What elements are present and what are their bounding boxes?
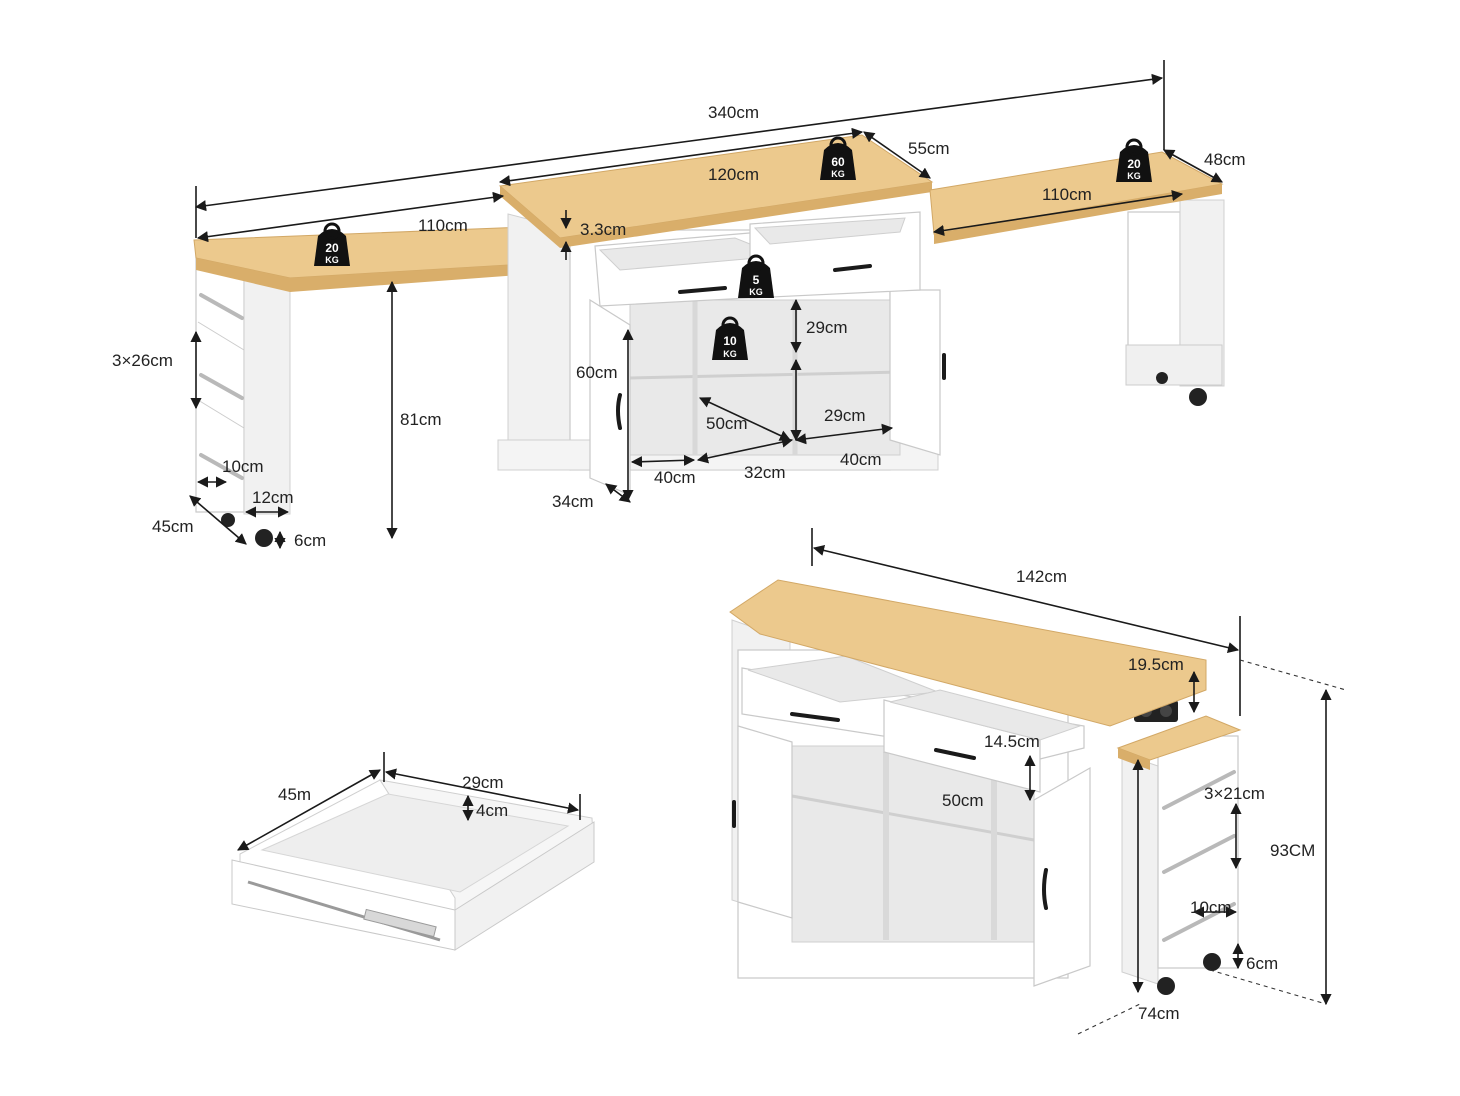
label-top-thickness: 3.3cm (580, 220, 626, 239)
label-center-top-length: 120cm (708, 165, 759, 184)
label-left-extension-length: 110cm (418, 216, 468, 235)
label-closed-wheel-height: 6cm (1246, 954, 1278, 973)
label-table-height: 81cm (400, 410, 442, 429)
label-depth: 55cm (908, 139, 950, 158)
right-rolling-rack (1125, 199, 1225, 406)
closed-dimension-labels: 142cm 19.5cm 14.5cm 50cm 3×21cm 93CM 10c… (942, 567, 1315, 1023)
load-badge-right-extension: 20 KG (1116, 138, 1152, 182)
load-badge-drawer: 5 KG (738, 254, 774, 298)
label-overall-length: 340cm (708, 103, 759, 122)
label-shelf-height: 29cm (806, 318, 848, 337)
label-closed-base-depth: 74cm (1138, 1004, 1180, 1023)
drawer-detail-illustration (231, 779, 595, 951)
label-closed-rack-shelves: 3×21cm (1204, 784, 1265, 803)
load-badge-shelf: 10 KG (712, 316, 748, 360)
left-rolling-rack (195, 243, 291, 547)
load-badge-right-extension-unit: KG (1127, 171, 1141, 181)
load-badge-left-extension-unit: KG (325, 255, 339, 265)
drawer-dimension-labels: 45m 29cm 4cm (278, 773, 508, 820)
label-side-width-right: 40cm (840, 450, 882, 469)
label-side-width-left: 40cm (654, 468, 696, 487)
label-rack-gap: 12cm (252, 488, 294, 507)
load-badge-center-top-value: 60 (831, 155, 845, 169)
label-closed-rack-rail: 10cm (1190, 898, 1232, 917)
label-rack-depth: 45cm (152, 517, 194, 536)
load-badge-center-top-unit: KG (831, 169, 845, 179)
label-closed-shelf-depth: 50cm (942, 791, 984, 810)
label-rack-rail: 10cm (222, 457, 264, 476)
label-closed-length: 142cm (1016, 567, 1067, 586)
drawer-dimension-lines (237, 752, 581, 851)
label-right-extension-length: 110cm (1042, 185, 1092, 204)
load-badge-shelf-unit: KG (723, 349, 737, 359)
label-middle-width: 32cm (744, 463, 786, 482)
load-badge-shelf-value: 10 (723, 334, 737, 348)
load-badge-right-extension-value: 20 (1127, 157, 1141, 171)
label-drawer-depth: 45m (278, 785, 311, 804)
rack-top (1116, 715, 1242, 761)
label-rack-shelves: 3×26cm (112, 351, 173, 370)
label-wheel-height: 6cm (294, 531, 326, 550)
top-dimension-labels: 340cm 110cm 120cm 55cm 48cm 110cm 3.3cm … (112, 103, 1246, 550)
label-base-depth: 34cm (552, 492, 594, 511)
load-badge-drawer-unit: KG (749, 287, 763, 297)
label-right-depth: 48cm (1204, 150, 1246, 169)
label-shelf-width-upper: 29cm (824, 406, 866, 425)
load-badge-left-extension: 20 KG (314, 222, 350, 266)
label-compartment-depth: 50cm (706, 414, 748, 433)
top-dimension-lines (189, 60, 1223, 550)
closed-dimension-lines (811, 528, 1347, 1035)
label-overhang: 19.5cm (1128, 655, 1184, 674)
label-closed-drawer-height: 14.5cm (984, 732, 1040, 751)
label-total-height: 93CM (1270, 841, 1315, 860)
label-drawer-height: 4cm (476, 801, 508, 820)
load-badge-drawer-value: 5 (753, 273, 760, 287)
label-drawer-width: 29cm (462, 773, 504, 792)
load-badge-left-extension-value: 20 (325, 241, 339, 255)
label-cabinet-height: 60cm (576, 363, 618, 382)
